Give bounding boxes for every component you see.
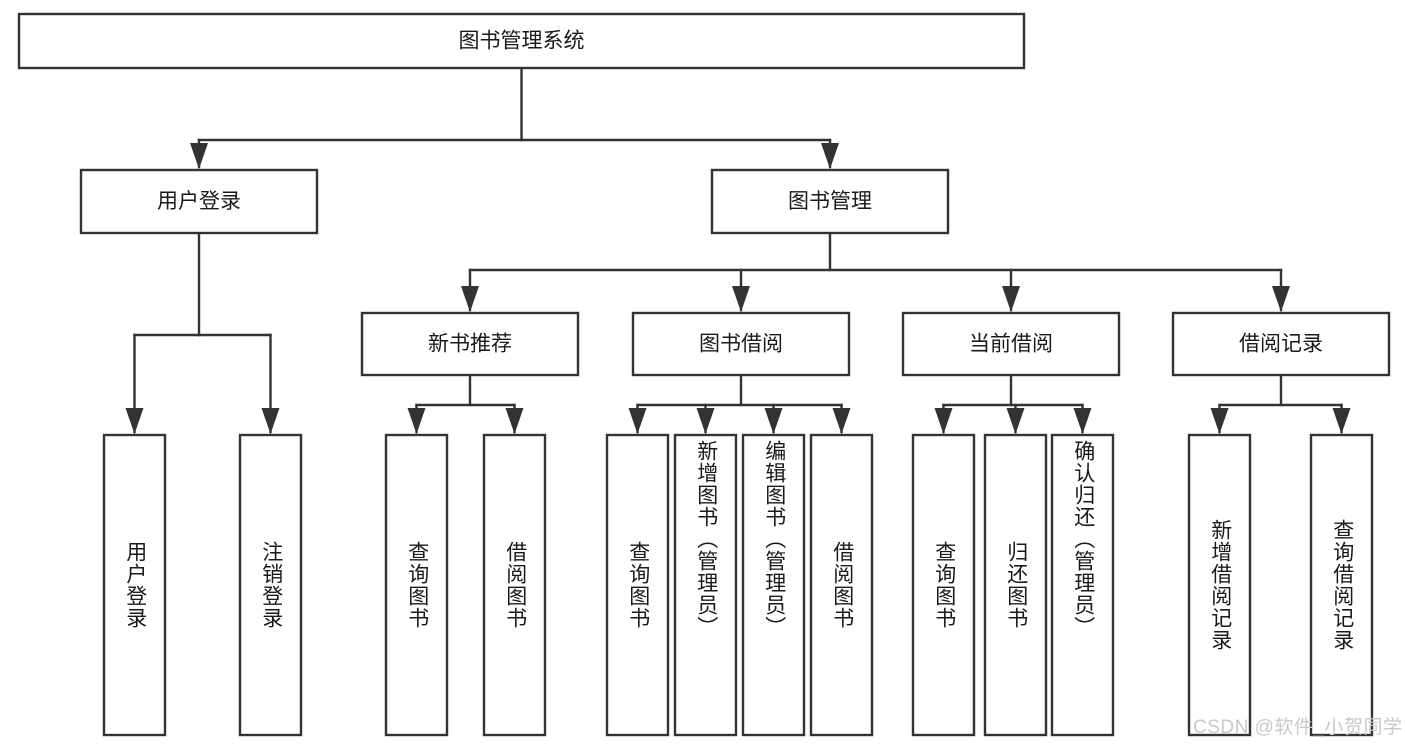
node-leaf-6[interactable]: [741, 433, 806, 737]
node-level2-label-0: 用户登录: [157, 190, 241, 213]
node-level3-label-1: 图书借阅: [699, 333, 783, 356]
node-level3-label-3: 借阅记录: [1239, 333, 1323, 356]
csdn-watermark: CSDN @软件_小贺同学: [1193, 717, 1403, 738]
node-leaf-4[interactable]: [605, 433, 670, 737]
arrow-head-icon: [1073, 408, 1092, 434]
node-leaf-2[interactable]: [384, 433, 449, 737]
node-leaf-3[interactable]: [482, 433, 547, 737]
node-leaf-10[interactable]: [1050, 433, 1115, 737]
node-root-label: 图书管理系统: [459, 30, 585, 53]
node-leaf-1[interactable]: [238, 433, 303, 737]
arrow-head-icon: [125, 408, 144, 434]
node-level3-label-0: 新书推荐: [428, 333, 512, 356]
arrow-head-icon: [407, 408, 426, 434]
arrow-head-icon: [821, 143, 839, 169]
node-level2-1[interactable]: [710, 168, 950, 235]
arrow-head-icon: [461, 286, 479, 312]
node-level3-0[interactable]: [360, 311, 580, 377]
node-leaf-11[interactable]: [1187, 433, 1252, 737]
arrow-head-icon: [1006, 408, 1025, 434]
arrow-head-icon: [505, 408, 524, 434]
node-root[interactable]: [17, 12, 1026, 70]
arrow-head-icon: [1210, 408, 1229, 434]
node-leaf-7[interactable]: [809, 433, 874, 737]
arrow-head-icon: [764, 408, 783, 434]
arrow-head-icon: [696, 408, 715, 434]
arrow-head-icon: [1272, 286, 1290, 312]
connectors-layer: [125, 66, 1351, 434]
node-leaf-8[interactable]: [911, 433, 976, 737]
node-leaf-0[interactable]: [102, 433, 167, 737]
arrow-head-icon: [190, 143, 208, 169]
node-level3-label-2: 当前借阅: [969, 333, 1053, 356]
node-level3-3[interactable]: [1171, 311, 1391, 377]
node-level3-1[interactable]: [631, 311, 851, 377]
arrow-head-icon: [832, 408, 851, 434]
node-leaf-9[interactable]: [983, 433, 1048, 737]
node-level2-0[interactable]: [79, 168, 319, 235]
boxes-layer: [17, 12, 1391, 737]
arrow-head-icon: [1002, 286, 1020, 312]
arrow-head-icon: [732, 286, 750, 312]
arrow-head-icon: [261, 408, 280, 434]
node-leaf-12[interactable]: [1309, 433, 1374, 737]
arrow-head-icon: [628, 408, 647, 434]
node-level2-label-1: 图书管理: [788, 190, 872, 213]
arrow-head-icon: [934, 408, 953, 434]
node-leaf-5[interactable]: [673, 433, 738, 737]
arrow-head-icon: [1332, 408, 1351, 434]
node-level3-2[interactable]: [901, 311, 1121, 377]
